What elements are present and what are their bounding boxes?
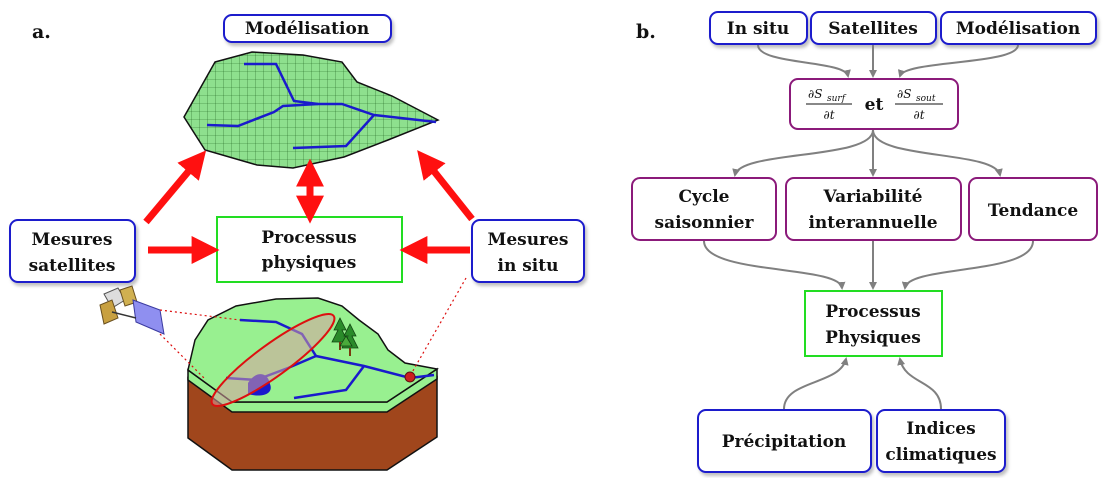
dotted-red-lines bbox=[159, 277, 467, 381]
analysis-tendance-line1: Tendance bbox=[988, 201, 1078, 221]
analysis-box-cycle bbox=[631, 177, 777, 241]
svg-text:surf: surf bbox=[827, 94, 847, 104]
processus-b-line2: Physiques bbox=[825, 328, 921, 348]
storage-formula-right: ∂S sout ∂t bbox=[895, 87, 943, 122]
svg-text:∂S: ∂S bbox=[897, 87, 911, 101]
tree-icons bbox=[331, 317, 359, 356]
source-box-in-situ bbox=[709, 11, 808, 45]
source-satellites-label: Satellites bbox=[828, 19, 918, 39]
svg-text:sout: sout bbox=[916, 94, 936, 104]
analysis-box-tendance bbox=[968, 177, 1098, 241]
processus-b-line1: Processus bbox=[825, 302, 920, 322]
mesures-satellites-line2: satellites bbox=[29, 256, 116, 276]
arrow-formula-to-tendance bbox=[872, 129, 1003, 177]
storage-formula-box bbox=[789, 78, 959, 130]
arrow-indices-to-processus bbox=[897, 357, 942, 410]
mesures-in-situ-box bbox=[471, 219, 585, 283]
driver-box-indices bbox=[876, 409, 1006, 473]
processus-physiques-box-b bbox=[804, 290, 943, 357]
mesures-in-situ-line1: Mesures bbox=[488, 230, 569, 250]
satellite-icon bbox=[99, 285, 165, 335]
arrow-tendance-to-processus bbox=[901, 240, 1034, 290]
storage-formula-left: ∂S surf ∂t bbox=[806, 87, 852, 122]
satellite-footprint-ellipse bbox=[210, 313, 336, 407]
source-in-situ-label: In situ bbox=[727, 19, 789, 39]
driver-indices-line1: Indices bbox=[906, 419, 975, 439]
panel-b-label: b. bbox=[636, 21, 656, 43]
arrow-insitu-to-formula bbox=[757, 44, 851, 78]
analysis-box-variabilite bbox=[785, 177, 962, 241]
modelisation-label: Modélisation bbox=[245, 19, 369, 39]
source-modelisation-label: Modélisation bbox=[956, 19, 1080, 39]
gray-arrows bbox=[703, 44, 1034, 410]
mesures-satellites-line1: Mesures bbox=[32, 230, 113, 250]
processus-physiques-line2: physiques bbox=[262, 253, 357, 273]
svg-text:∂t: ∂t bbox=[913, 108, 924, 122]
arrow-modelisation-to-formula bbox=[898, 44, 1019, 78]
driver-box-precipitation bbox=[697, 409, 872, 473]
analysis-cycle-line2: saisonnier bbox=[655, 213, 755, 233]
arrow-cycle-to-processus bbox=[703, 240, 846, 290]
mesures-satellites-box bbox=[9, 219, 136, 283]
arrow-formula-to-cycle bbox=[732, 129, 874, 177]
processus-physiques-line1: Processus bbox=[261, 228, 356, 248]
source-box-satellites bbox=[810, 11, 937, 45]
mesures-in-situ-line2: in situ bbox=[498, 256, 559, 276]
panel-a-label: a. bbox=[32, 21, 51, 43]
red-arrows bbox=[143, 150, 475, 264]
svg-text:∂t: ∂t bbox=[823, 108, 834, 122]
storage-formula-connector: et bbox=[865, 95, 884, 115]
analysis-variabilite-line2: interannuelle bbox=[808, 213, 937, 233]
arrow-insitu-to-model bbox=[417, 150, 475, 222]
arrow-precipitation-to-processus bbox=[783, 357, 849, 410]
arrow-satellites-to-model bbox=[143, 150, 207, 225]
svg-text:∂S: ∂S bbox=[808, 87, 822, 101]
model-river-network bbox=[206, 62, 437, 150]
source-box-modelisation bbox=[940, 11, 1097, 45]
in-situ-gauge-marker bbox=[404, 371, 416, 383]
modelisation-box bbox=[223, 14, 392, 43]
model-grid-domain bbox=[183, 51, 440, 169]
analysis-variabilite-line1: Variabilité bbox=[822, 187, 922, 207]
driver-precipitation-label: Précipitation bbox=[722, 432, 847, 452]
analysis-cycle-line1: Cycle bbox=[678, 187, 729, 207]
driver-indices-line2: climatiques bbox=[885, 445, 996, 465]
